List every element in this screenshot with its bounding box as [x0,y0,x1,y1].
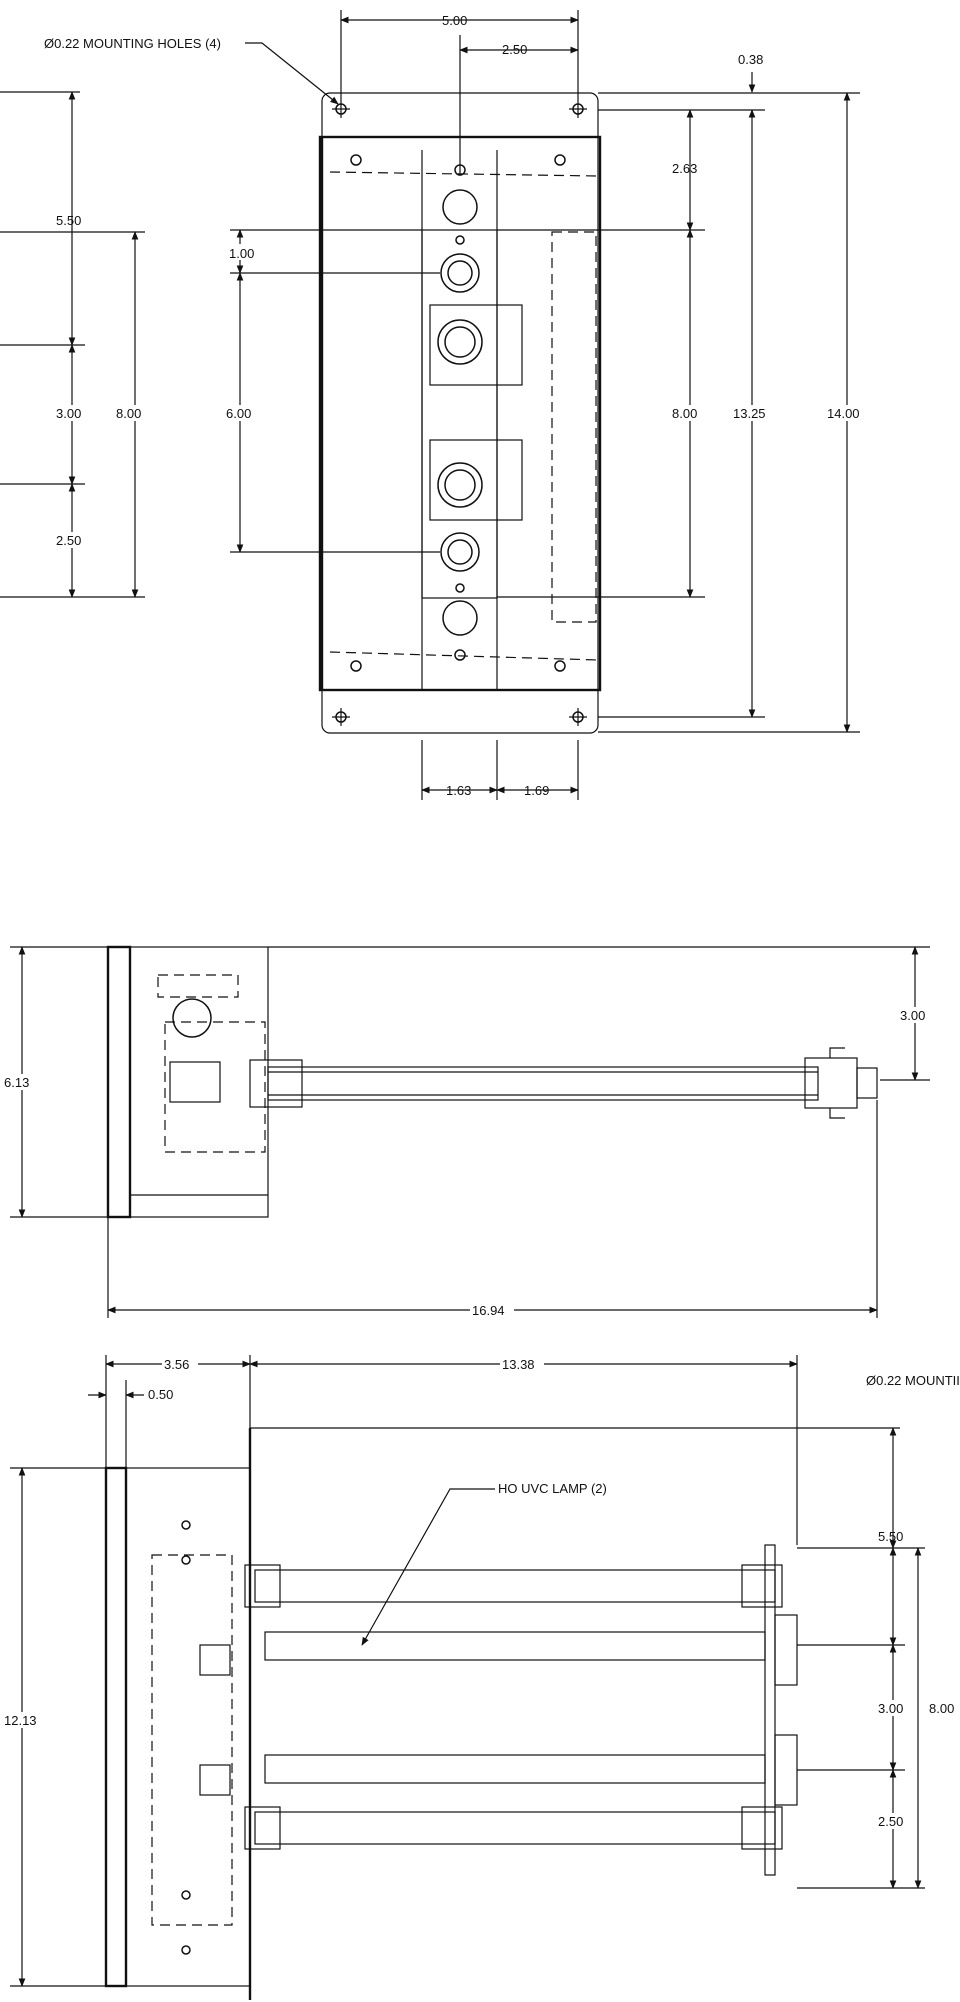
label-top-half: 2.50 [502,42,527,57]
bottom-view: 3.56 0.50 13.38 12.13 5.50 3.00 8.00 2.5… [2,1355,960,2000]
label-side-6-13: 6.13 [4,1075,29,1090]
label-bottom-0-50: 0.50 [148,1387,173,1402]
label-8-00: 8.00 [672,406,697,421]
label-left-5-50: 5.50 [56,213,81,228]
label-bottom-3-00: 3.00 [878,1701,903,1716]
top-view: 5.00 2.50 0.38 2.63 8.00 13.25 14.00 1.0… [0,10,870,800]
bottom-enclosure [104,1466,128,1988]
label-1-00: 1.00 [229,246,254,261]
label-1-69: 1.69 [524,783,549,798]
side-view: 6.13 3.00 16.94 [2,945,938,1318]
label-left-2-50: 2.50 [56,533,81,548]
label-left-8-00: 8.00 [116,406,141,421]
label-side-3-00: 3.00 [900,1008,925,1023]
label-left-3-00: 3.00 [56,406,81,421]
label-6-00: 6.00 [226,406,251,421]
label-side-16-94: 16.94 [472,1303,505,1318]
enclosure-box [318,135,602,692]
side-enclosure [107,946,269,1218]
label-bottom-5-50: 5.50 [878,1529,903,1544]
label-bottom-8-00: 8.00 [929,1701,954,1716]
connector-icon [429,253,523,572]
label-mounting-holes: Ø0.22 MOUNTING HOLES (4) [44,36,221,51]
label-bottom-2-50: 2.50 [878,1814,903,1829]
label-bottom-13-38: 13.38 [502,1357,535,1372]
uvc-lamp-icon [244,1564,783,1850]
label-2-63: 2.63 [672,161,697,176]
mounting-plate [321,92,599,734]
label-top-width: 5.00 [442,13,467,28]
label-13-25: 13.25 [733,406,766,421]
label-top-offset: 0.38 [738,52,763,67]
label-mounting-holes-cut: Ø0.22 MOUNTII [866,1373,960,1388]
label-14-00: 14.00 [827,406,860,421]
label-1-63: 1.63 [446,783,471,798]
mounting-hole-icon [332,100,587,726]
label-uvc-lamp: HO UVC LAMP (2) [498,1481,607,1496]
side-lamp [267,1066,819,1101]
label-bottom-3-56: 3.56 [164,1357,189,1372]
label-bottom-12-13: 12.13 [4,1713,37,1728]
